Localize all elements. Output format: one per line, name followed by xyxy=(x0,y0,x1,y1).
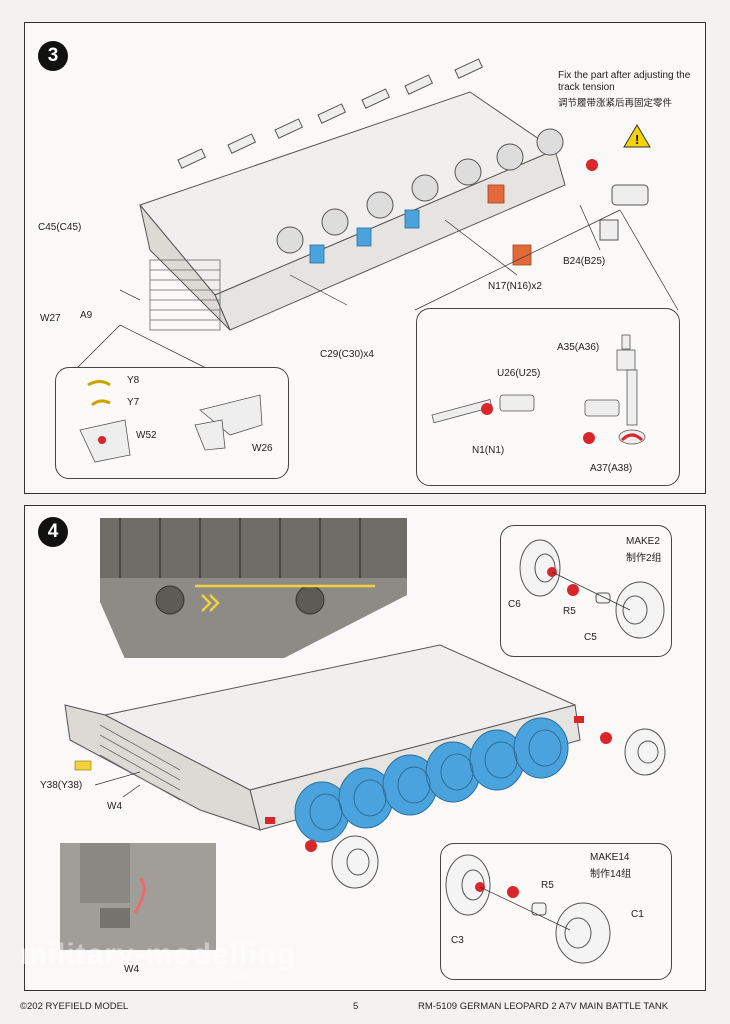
tension-note-en: Fix the part after adjusting the track t… xyxy=(558,70,691,93)
make2-c6: C6 xyxy=(508,599,521,610)
label-a35: A35(A36) xyxy=(557,342,600,353)
photo-w4-detail xyxy=(60,843,216,950)
label-n17: N17(N16)x2 xyxy=(488,281,542,292)
footer-page-number: 5 xyxy=(353,1001,359,1012)
label-y7: Y7 xyxy=(127,397,140,408)
label-w26: W26 xyxy=(252,443,273,454)
blue-bump-stops xyxy=(309,209,420,264)
footer-copyright: ©202 RYEFIELD MODEL xyxy=(20,1001,129,1012)
tension-note-cn: 调节履带涨紧后再固定零件 xyxy=(558,98,673,109)
make14-c3: C3 xyxy=(451,935,464,946)
label-c29: C29(C30)x4 xyxy=(320,349,374,360)
make14-r5: R5 xyxy=(541,880,554,891)
label-a9: A9 xyxy=(80,310,93,321)
svg-text:!: ! xyxy=(635,132,639,147)
step-3-number: 3 xyxy=(38,41,68,71)
make2-r5: R5 xyxy=(563,606,576,617)
step-4-number: 4 xyxy=(38,517,68,547)
hull-rear xyxy=(139,204,231,331)
torsion-bar-ends xyxy=(177,58,484,169)
watermark: military-modelling xyxy=(20,938,297,971)
photo-rear-hull-detail xyxy=(100,518,407,615)
make2-title-cn: 制作2组 xyxy=(626,553,662,564)
label-y38: Y38(Y38) xyxy=(40,780,83,791)
make14-title-cn: 制作14组 xyxy=(590,869,632,880)
label-u26: U26(U25) xyxy=(497,368,541,379)
photo-rear-hull xyxy=(100,518,407,658)
make2-c5: C5 xyxy=(584,632,597,643)
label-c45: C45(C45) xyxy=(38,222,82,233)
label-n1: N1(N1) xyxy=(472,445,505,456)
watermark-sub: .info xyxy=(230,973,249,984)
idler-glue-mark xyxy=(586,159,598,171)
idler-mount xyxy=(599,184,649,241)
make2-title: MAKE2 xyxy=(626,536,660,547)
photo-w4-drawing xyxy=(60,843,216,950)
label-w52: W52 xyxy=(136,430,157,441)
label-a37: A37(A38) xyxy=(590,463,633,474)
label-w4: W4 xyxy=(107,801,122,812)
hull4-rear xyxy=(64,704,261,831)
label-b24: B24(B25) xyxy=(563,256,606,267)
warning-icon xyxy=(623,124,651,148)
suspension-arms xyxy=(276,128,564,254)
y38-part xyxy=(74,760,92,771)
rear-grille xyxy=(149,259,221,331)
make14-c1: C1 xyxy=(631,909,644,920)
footer-product: RM-5109 GERMAN LEOPARD 2 A7V MAIN BATTLE… xyxy=(418,1001,669,1012)
label-w4-photo: W4 xyxy=(124,964,139,975)
label-y8: Y8 xyxy=(127,375,140,386)
label-w27: W27 xyxy=(40,313,61,324)
make14-title: MAKE14 xyxy=(590,852,630,863)
